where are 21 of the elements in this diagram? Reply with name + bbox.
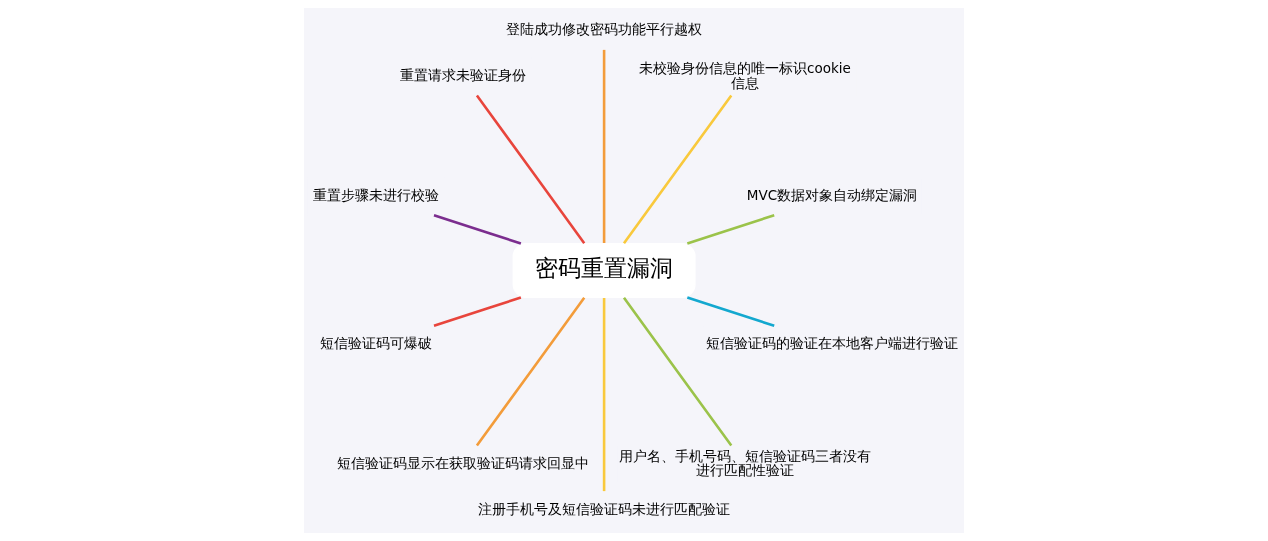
- node-text: 重置步骤未进行校验: [313, 187, 440, 204]
- node-text: 重置请求未验证身份: [400, 67, 527, 84]
- node-box: 密码重置漏洞: [512, 242, 696, 299]
- node-text: 登陆成功修改密码功能平行越权: [506, 21, 703, 38]
- connector: [686, 296, 775, 327]
- connector: [622, 94, 733, 244]
- node-text: 未校验身份信息的唯一标识cookie信息: [639, 59, 851, 91]
- connector: [686, 214, 775, 245]
- connector: [433, 296, 522, 327]
- connector: [602, 298, 606, 492]
- connector: [622, 297, 733, 447]
- connector: [602, 49, 606, 243]
- node-text: 注册手机号及短信验证码未进行匹配验证: [478, 500, 731, 517]
- connector: [475, 297, 586, 447]
- connector: [433, 214, 522, 245]
- node-text: 用户名、手机号码、短信验证码三者没有进行匹配性验证: [618, 447, 871, 479]
- connector: [475, 94, 586, 244]
- node-text: MVC数据对象自动绑定漏洞: [746, 187, 918, 204]
- node-text: 短信验证码的验证在本地客户端进行验证: [705, 335, 958, 352]
- node-text: 短信验证码可爆破: [320, 335, 433, 352]
- node-text: 短信验证码显示在获取验证码请求回显中: [337, 454, 590, 471]
